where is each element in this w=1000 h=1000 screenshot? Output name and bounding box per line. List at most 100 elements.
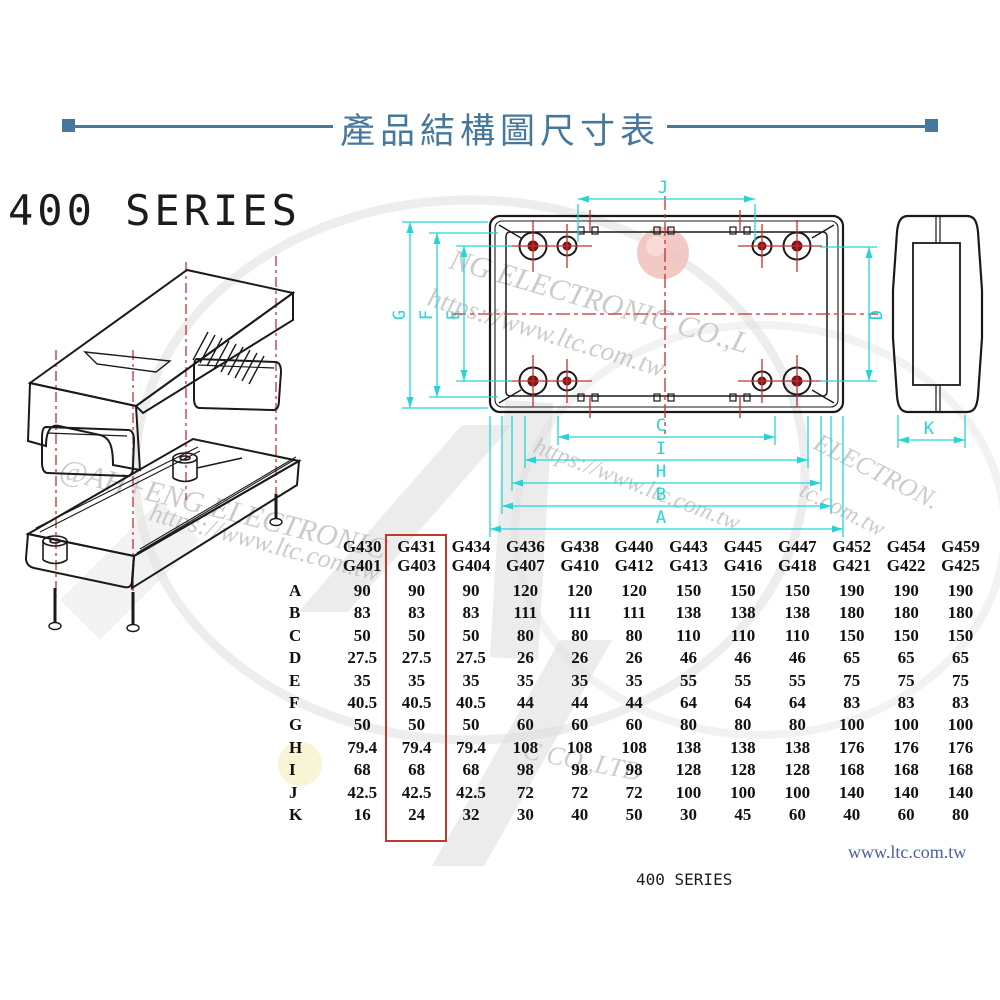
cell-H-G445: 138 [730,737,756,757]
watermark-logo-fragment [60,500,200,640]
assembly-screws [48,494,283,633]
cell-B-G445: 138 [730,603,756,623]
cell-E-G447: 55 [788,670,806,690]
title-rule-endcap-right [925,119,938,132]
watermark-logo-slash [298,425,512,612]
cell-F-G445: 64 [734,692,752,712]
cell-I-G440: 98 [625,760,643,780]
row-label-E: E [289,670,301,690]
title-rule-left [75,125,333,128]
cell-F-G434: 40.5 [456,692,486,712]
watermark-text-right-url: tc.com.tw [795,477,889,542]
cell-E-G436: 35 [516,670,534,690]
cell-B-G454: 180 [893,603,919,623]
dim-label-H: H [656,462,666,482]
cell-I-G434: 68 [462,760,480,780]
cell-I-G454: 168 [893,760,919,780]
cell-C-G454: 150 [893,625,919,645]
dim-label-C: C [656,416,666,436]
page-title: 產品結構圖尺寸表 [339,112,660,152]
dim-label-F: F [417,310,437,320]
cell-A-G454: 190 [893,581,919,600]
website-link[interactable]: www.ltc.com.tw [848,842,967,862]
cell-F-G454: 83 [897,692,915,712]
cell-H-G434: 79.4 [456,737,486,757]
cell-C-G452: 150 [838,625,865,645]
cell-F-G431: 40.5 [401,692,432,712]
cell-B-G459: 180 [947,603,974,623]
row-label-A: A [289,581,302,600]
dim-label-I: I [656,439,666,459]
title-rule-right [667,125,925,128]
cell-E-G440: 35 [625,670,643,690]
cell-K-G454: 60 [897,804,915,824]
cell-C-G440: 80 [625,625,643,645]
watermark-yellow-spot [278,742,322,786]
cell-A-G447: 150 [784,581,811,600]
cell-G-G436: 60 [516,715,534,735]
row-label-F: F [289,692,300,712]
cell-G-G431: 50 [408,715,426,735]
cell-A-G459: 190 [947,581,974,600]
cell-G-G440: 60 [625,715,643,735]
cell-K-G440: 50 [625,804,643,824]
cell-B-G431: 83 [408,603,426,623]
cell-D-G431: 27.5 [401,648,432,668]
row-label-D: D [289,648,302,668]
cell-B-G447: 138 [784,603,811,623]
cell-B-G440: 111 [622,603,646,623]
cell-B-G438: 111 [567,603,592,623]
cell-A-G436: 120 [512,581,539,600]
lid-top-opening [83,351,172,373]
plan-view-drawing [452,196,878,434]
cell-K-G434: 32 [462,804,480,824]
cell-D-G443: 46 [680,648,698,668]
cell-E-G454: 75 [897,670,915,690]
cell-I-G447: 128 [784,760,811,780]
cell-K-G452: 40 [843,804,861,824]
watermark-logo-hook [432,640,612,866]
cell-I-G436: 98 [516,760,534,780]
cell-E-G443: 55 [680,670,698,690]
cell-D-G454: 65 [897,648,915,668]
cell-E-G438: 35 [571,670,589,690]
cell-D-G434: 27.5 [456,648,486,668]
cell-J-G443: 100 [675,782,702,802]
cell-K-G445: 45 [734,804,752,824]
cell-G-G452: 100 [838,715,865,735]
cell-A-G430: 90 [353,581,371,600]
cell-J-G440: 72 [625,782,643,802]
highlighted-column-box [385,534,447,842]
cell-B-G443: 138 [675,603,702,623]
cell-K-G431: 24 [408,804,426,824]
cell-I-G443: 128 [675,760,702,780]
cell-C-G443: 110 [676,625,701,645]
cell-C-G430: 50 [353,625,371,645]
cell-E-G431: 35 [408,670,426,690]
cell-D-G452: 65 [843,648,861,668]
cell-E-G452: 75 [843,670,861,690]
corner-braces [498,224,835,404]
cell-J-G452: 140 [838,782,865,802]
dim-label-K: K [924,419,935,439]
cell-D-G447: 46 [788,648,806,668]
cell-B-G436: 111 [513,603,538,623]
cell-H-G452: 176 [838,737,865,757]
series-caption: 400 SERIES [636,870,733,889]
dim-label-A: A [656,508,666,528]
cell-D-G436: 26 [516,648,534,668]
cell-A-G443: 150 [675,581,702,600]
cell-F-G438: 44 [571,692,589,712]
cell-A-G431: 90 [408,581,426,600]
